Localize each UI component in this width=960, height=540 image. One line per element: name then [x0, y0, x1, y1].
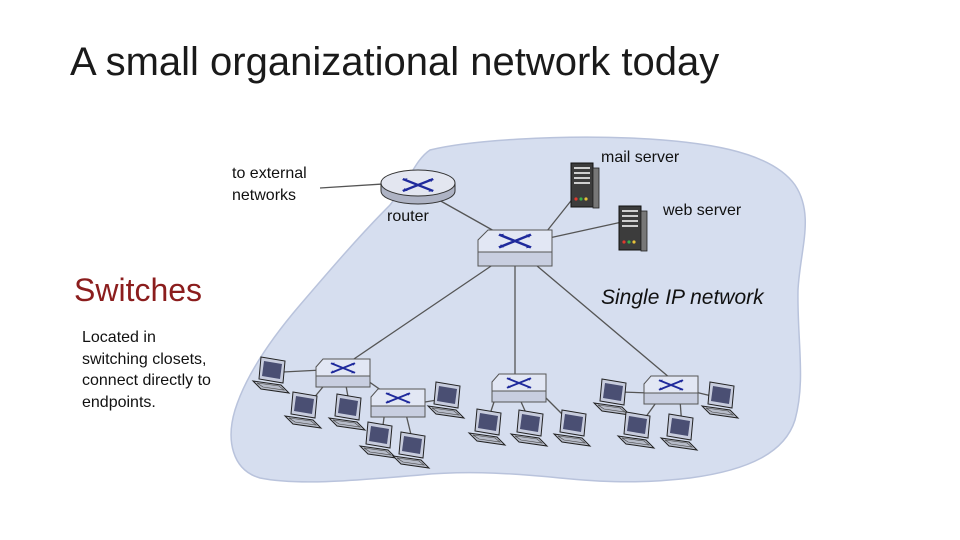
switch-icon: [491, 373, 547, 403]
mail-server-label: mail server: [601, 149, 680, 166]
server-icon: [570, 162, 600, 209]
server-icon: [618, 205, 648, 252]
switch-icon: [315, 358, 371, 388]
switch-icon: [643, 375, 699, 405]
switches-description: Located in switching closets, connect di…: [82, 329, 211, 411]
slide-title: A small organizational network today: [70, 40, 720, 84]
switches-heading: Switches: [74, 272, 203, 308]
router-icon: [380, 169, 456, 205]
web-server-label: web server: [663, 202, 742, 219]
network-label: Single IP network: [601, 286, 764, 309]
switch-icon: [370, 388, 426, 418]
external-networks-label: to external networks: [232, 165, 307, 204]
switch-icon: [477, 229, 553, 267]
router-label: router: [387, 208, 429, 225]
